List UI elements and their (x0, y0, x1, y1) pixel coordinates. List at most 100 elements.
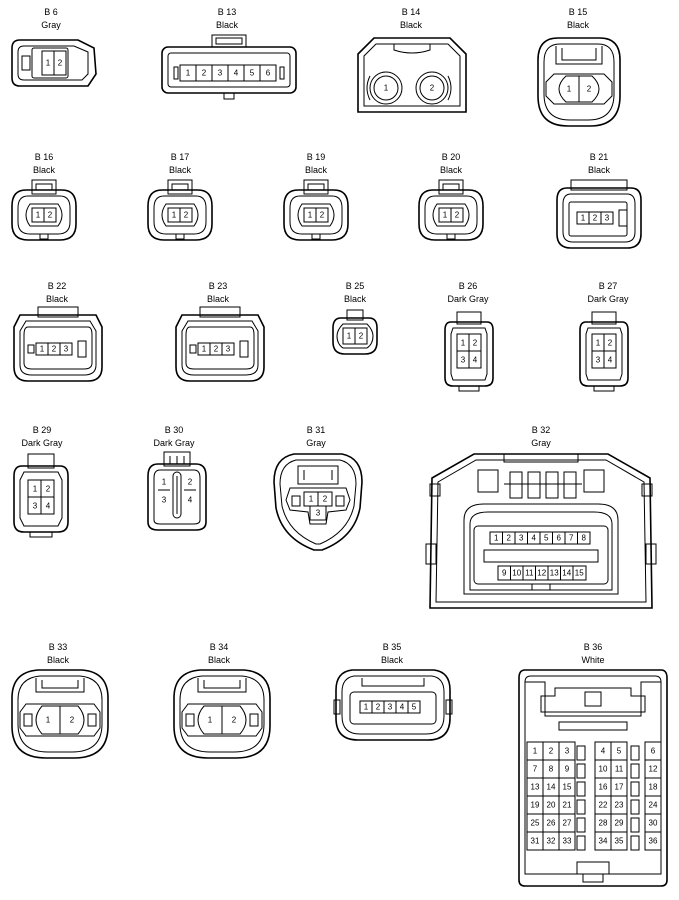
connector-code: B 30 (164, 425, 184, 435)
pin-label: 2 (58, 59, 63, 68)
pin-label: 33 (563, 837, 572, 846)
pin-label: 2 (549, 747, 554, 756)
connector-label-b36: B 36 White (581, 641, 604, 667)
connector-label-b35: B 35 Black (381, 641, 403, 667)
connector-color: White (581, 655, 605, 665)
pin-label: 19 (531, 801, 540, 810)
connector-label-b13: B 13 Black (216, 6, 238, 32)
pin-label: 1 (596, 339, 601, 348)
pin-label: 1 (567, 85, 572, 94)
pin-label: 13 (531, 783, 540, 792)
connector-color: Black (206, 294, 230, 304)
pin-label: 9 (502, 569, 507, 578)
pin-label: 12 (649, 765, 658, 774)
pin-label: 2 (320, 211, 325, 220)
connector-label-b15: B 15 Black (567, 6, 589, 32)
connector-b27-diagram: 1 2 3 4 (579, 311, 629, 392)
connector-code: B 29 (32, 425, 52, 435)
connector-color: Dark Gray (447, 294, 489, 304)
connector-b34-diagram: 1 2 (173, 669, 271, 759)
pin-label: 12 (537, 569, 546, 578)
pin-cell (644, 831, 662, 851)
pin-cell (610, 831, 628, 851)
connector-code: B 31 (306, 425, 326, 435)
connector-label-b26: B 26 Dark Gray (447, 280, 488, 306)
pin-label: 4 (601, 747, 606, 756)
pin-label: 26 (547, 819, 556, 828)
pin-label: 2 (232, 716, 237, 725)
connector-b6-diagram: 1 2 (11, 39, 97, 87)
pin-label: 5 (544, 534, 549, 543)
connector-label-b20: B 20 Black (440, 151, 462, 177)
connector-b20-diagram: 1 2 (418, 179, 484, 241)
pin-label: 3 (226, 345, 231, 354)
connector-label-b16: B 16 Black (33, 151, 55, 177)
connector-b22-diagram: 1 2 3 (13, 306, 103, 382)
connector-code: B 33 (48, 642, 68, 652)
pin-label: 1 (162, 478, 167, 487)
pin-label: 5 (250, 69, 255, 78)
connector-color: Dark Gray (21, 438, 63, 448)
connector-color: Gray (306, 438, 326, 448)
pin-label: 9 (565, 765, 570, 774)
pin-label: 36 (649, 837, 658, 846)
connector-code: B 21 (589, 152, 609, 162)
pin-label: 1 (36, 211, 41, 220)
pin-label: 23 (615, 801, 624, 810)
pin-label: 22 (599, 801, 608, 810)
pin-label: 31 (531, 837, 540, 846)
connector-label-b32: B 32 Gray (531, 424, 551, 450)
pin-label: 5 (617, 747, 622, 756)
pin-label: 16 (599, 783, 608, 792)
pin-label: 4 (473, 356, 478, 365)
connector-code: B 36 (583, 642, 603, 652)
connector-label-b27: B 27 Dark Gray (587, 280, 628, 306)
pin-label: 20 (547, 801, 556, 810)
pin-label: 2 (455, 211, 460, 220)
pin-label: 24 (649, 801, 658, 810)
pin-label: 1 (186, 69, 191, 78)
pin-cell (558, 831, 576, 851)
pin-label: 2 (376, 703, 381, 712)
pin-label: 3 (565, 747, 570, 756)
pin-label: 15 (575, 569, 584, 578)
pin-label: 10 (599, 765, 608, 774)
connector-code: B 15 (568, 7, 588, 17)
pin-label: 6 (651, 747, 656, 756)
connector-code: B 23 (208, 281, 228, 291)
connector-label-b14: B 14 Black (400, 6, 422, 32)
connector-b13-diagram: 1 2 3 4 5 6 (161, 34, 297, 100)
connector-b16-diagram: 1 2 (11, 179, 77, 241)
pin-label: 3 (64, 345, 69, 354)
connector-color: Dark Gray (587, 294, 629, 304)
pin-label: 1 (202, 345, 207, 354)
connector-label-b30: B 30 Dark Gray (153, 424, 194, 450)
pin-label: 3 (33, 502, 38, 511)
pin-label: 1 (581, 214, 586, 223)
pin-label: 11 (525, 569, 534, 578)
pin-label: 5 (412, 703, 417, 712)
connector-b35-diagram: 1 2 3 4 5 (333, 669, 453, 741)
pin-label: 14 (547, 783, 556, 792)
pin-label: 7 (533, 765, 538, 774)
connector-b17-diagram: 1 2 (147, 179, 213, 241)
pin-label: 3 (461, 356, 466, 365)
connector-b31-diagram: 1 2 3 (273, 453, 363, 551)
pin-label: 1 (208, 716, 213, 725)
connector-color: Black (380, 655, 404, 665)
pin-label: 1 (46, 716, 51, 725)
connector-color: Gray (41, 20, 61, 30)
pin-label: 3 (316, 509, 321, 518)
connector-code: B 32 (531, 425, 551, 435)
pin-label: 18 (649, 783, 658, 792)
connector-label-b6: B 6 Gray (41, 6, 61, 32)
pin-label: 2 (323, 495, 328, 504)
connector-label-b17: B 17 Black (169, 151, 191, 177)
pin-label: 1 (443, 211, 448, 220)
pin-label: 3 (162, 496, 167, 505)
connector-code: B 16 (34, 152, 54, 162)
pin-label: 21 (563, 801, 572, 810)
connector-color: Black (399, 20, 423, 30)
connector-code: B 34 (209, 642, 229, 652)
